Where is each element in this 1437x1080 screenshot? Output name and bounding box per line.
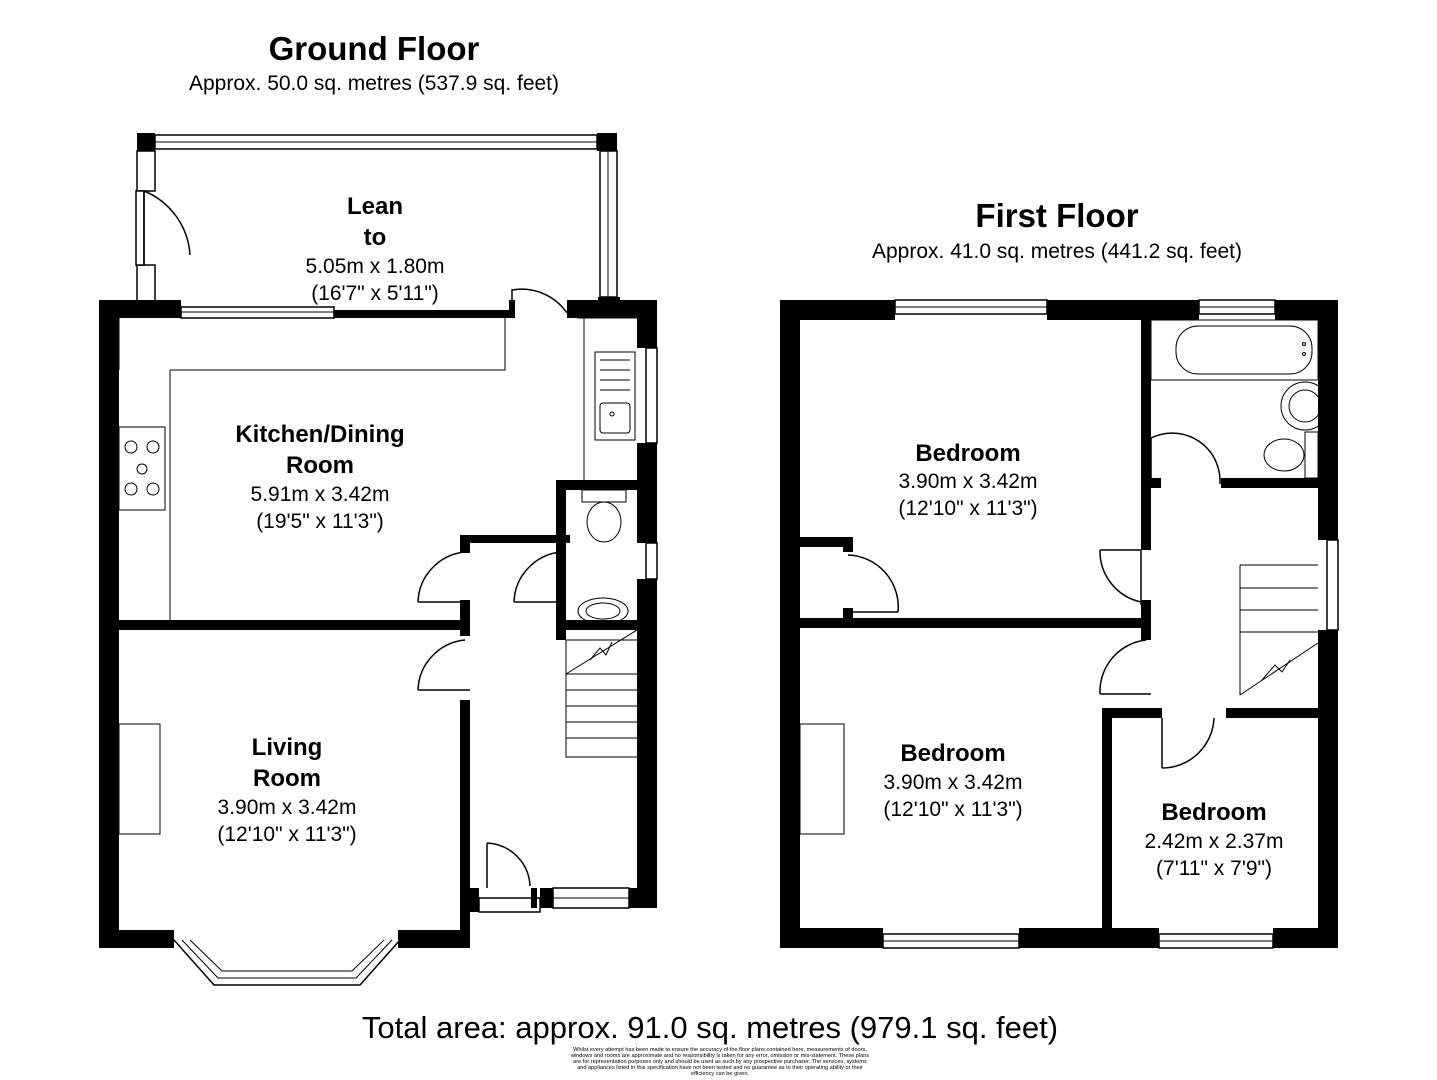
svg-text:(12'10" x 11'3"): (12'10" x 11'3") [898, 497, 1037, 520]
svg-text:Bedroom: Bedroom [915, 440, 1020, 467]
svg-text:5.91m x 3.42m: 5.91m x 3.42m [251, 483, 390, 506]
lean-to-door [135, 190, 191, 266]
room-label-lean-to: Lean to 5.05m x 1.80m (16'7" x 5'11") [306, 193, 445, 305]
kitchen-sink [594, 351, 636, 441]
disclaimer: Whilst every attempt has been made to en… [570, 1047, 870, 1077]
svg-text:Room: Room [253, 765, 321, 792]
svg-text:Room: Room [286, 452, 354, 479]
svg-text:efficiency can be given.: efficiency can be given. [691, 1071, 749, 1077]
svg-text:Bedroom: Bedroom [1161, 799, 1266, 826]
svg-text:3.90m x 3.42m: 3.90m x 3.42m [884, 771, 1023, 794]
svg-text:(19'5" x 11'3"): (19'5" x 11'3") [256, 510, 384, 533]
svg-text:(12'10" x 11'3"): (12'10" x 11'3") [217, 823, 356, 846]
svg-text:Living: Living [252, 734, 323, 761]
svg-text:and appliances listed in this: and appliances listed in this specificat… [577, 1065, 863, 1071]
ground-floor-plan: Ground Floor Approx. 50.0 sq. metres (53… [99, 30, 658, 986]
wc-toilet [581, 489, 627, 543]
first-floor-stairs [1239, 564, 1319, 696]
svg-text:Bedroom: Bedroom [900, 740, 1005, 767]
ground-floor-area: Approx. 50.0 sq. metres (537.9 sq. feet) [189, 72, 559, 95]
first-floor-walls [780, 299, 1339, 949]
room-label-living-room: Living Room 3.90m x 3.42m (12'10" x 11'3… [217, 734, 356, 846]
bathroom-basin [1280, 381, 1330, 431]
svg-text:to: to [364, 224, 387, 251]
svg-text:2.42m x 2.37m: 2.42m x 2.37m [1145, 830, 1284, 853]
svg-text:(16'7" x 5'11"): (16'7" x 5'11") [311, 282, 439, 305]
svg-text:5.05m x 1.80m: 5.05m x 1.80m [306, 255, 445, 278]
svg-text:Kitchen/Dining: Kitchen/Dining [235, 421, 404, 448]
bedroom-chimney-breast [799, 723, 845, 835]
svg-text:(12'10" x 11'3"): (12'10" x 11'3") [883, 798, 1022, 821]
svg-text:(7'11" x 7'9"): (7'11" x 7'9") [1156, 857, 1272, 880]
first-floor-title: First Floor [975, 197, 1138, 234]
first-floor-doors [847, 432, 1221, 769]
bathroom-toilet [1263, 431, 1319, 479]
room-label-bedroom-2: Bedroom 3.90m x 3.42m (12'10" x 11'3") [883, 740, 1022, 821]
first-floor-area: Approx. 41.0 sq. metres (441.2 sq. feet) [872, 240, 1242, 263]
svg-text:Lean: Lean [347, 193, 403, 220]
svg-text:3.90m x 3.42m: 3.90m x 3.42m [899, 470, 1038, 493]
svg-text:3.90m x 3.42m: 3.90m x 3.42m [218, 796, 357, 819]
svg-text:are for representation purpose: are for representation purposes only and… [573, 1059, 867, 1065]
room-label-bedroom-1: Bedroom 3.90m x 3.42m (12'10" x 11'3") [898, 440, 1037, 520]
ground-floor-title: Ground Floor [269, 30, 480, 67]
first-floor-plan: First Floor Approx. 41.0 sq. metres (441… [780, 197, 1339, 949]
wc-basin [577, 597, 629, 625]
living-room-bay-window [173, 939, 401, 986]
svg-text:windows and rooms are approxim: windows and rooms are approximate and no… [570, 1053, 870, 1059]
ground-floor-doors [417, 288, 568, 908]
room-label-bedroom-3: Bedroom 2.42m x 2.37m (7'11" x 7'9") [1145, 799, 1284, 880]
total-area: Total area: approx. 91.0 sq. metres (979… [362, 1010, 1058, 1045]
ground-floor-walls [99, 300, 658, 948]
bathroom-bath [1150, 319, 1319, 381]
room-label-kitchen-dining: Kitchen/Dining Room 5.91m x 3.42m (19'5"… [235, 421, 404, 533]
living-room-fireplace [118, 723, 161, 835]
kitchen-worktops [118, 317, 637, 620]
lean-to-walls [136, 133, 620, 303]
svg-text:Whilst every attempt has been: Whilst every attempt has been made to en… [573, 1047, 867, 1053]
ground-floor-stairs [565, 629, 638, 758]
